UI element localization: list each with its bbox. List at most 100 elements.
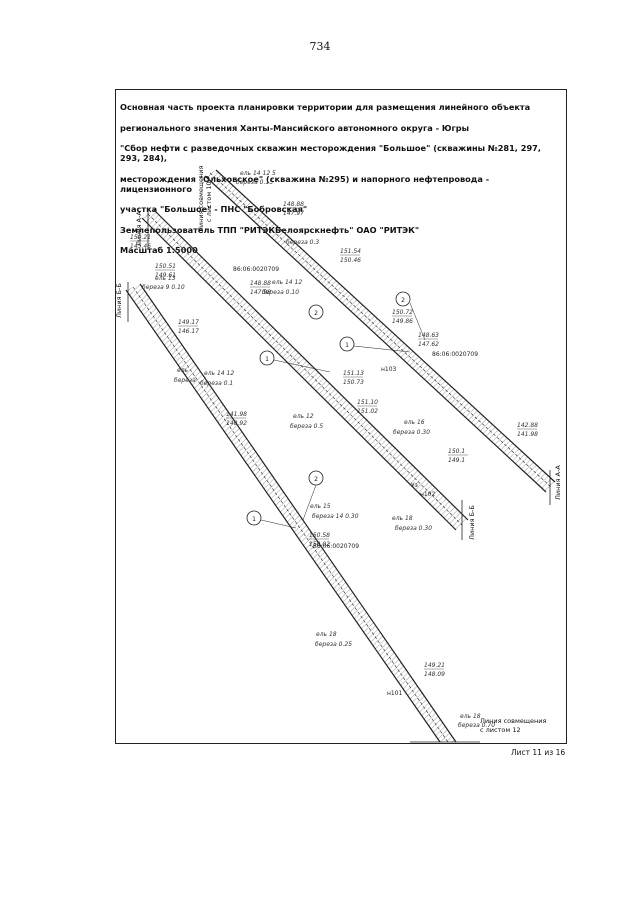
svg-text:ель 13: ель 13 [155, 275, 176, 282]
svg-text:146.17: 146.17 [178, 328, 199, 335]
svg-text:береза 0.30: береза 0.30 [395, 525, 432, 532]
circle-marker: 2 [308, 304, 324, 320]
circle-marker: 1 [246, 510, 297, 529]
match-line-top-label: Линия совмещения [197, 166, 205, 232]
elevation-mark: 151.13 150.73 [343, 370, 364, 386]
match-line-bottom-label: Линия совмещения [480, 717, 546, 725]
svg-text:ель 14 12 5: ель 14 12 5 [240, 170, 276, 177]
node-label: н101 [387, 690, 403, 697]
title-line: "Сбор нефти с разведочных скважин местор… [120, 143, 541, 164]
vegetation-note: ель 16 береза 0.30 [393, 419, 430, 436]
elevation-mark: 149.17 146.17 [178, 319, 199, 335]
svg-text:148.63: 148.63 [418, 332, 439, 339]
line-label-bb-left: Линия Б-Б [115, 283, 123, 318]
svg-text:1: 1 [345, 342, 349, 349]
line-label-aa-top: Линия А-А [135, 211, 143, 246]
circle-marker: 1 [339, 336, 411, 353]
sheet-number-label: Лист 11 из 16 [511, 748, 566, 757]
vegetation-note: ель 13 береза 9 0.10 [142, 275, 185, 291]
drawing-sheet-frame [115, 89, 567, 744]
svg-text:ель 18: ель 18 [392, 515, 413, 522]
svg-text:147.98: 147.98 [250, 289, 271, 296]
svg-text:147.62: 147.62 [418, 341, 439, 348]
svg-text:150.51: 150.51 [155, 263, 176, 270]
svg-text:150.73: 150.73 [343, 379, 364, 386]
svg-text:береза 9 0.10: береза 9 0.10 [142, 284, 185, 291]
elevation-mark: 150.1 149.1 [448, 448, 468, 464]
svg-text:151.54: 151.54 [340, 248, 361, 255]
vegetation-note: ель 18 береза 0.30 [392, 515, 432, 532]
elevation-mark: 142.88 141.98 [517, 422, 538, 438]
svg-text:2: 2 [314, 476, 318, 483]
title-line: участка "Большое" - ПНС "Бобровская" [120, 204, 308, 215]
svg-text:149.1: 149.1 [448, 457, 465, 464]
svg-text:ель 16: ель 16 [404, 419, 425, 426]
circle-marker: 2 [302, 470, 324, 521]
pipeline-corridor-upper [204, 169, 556, 493]
svg-text:ель 14 12: ель 14 12 [204, 370, 234, 377]
svg-text:береза: береза [174, 377, 196, 384]
node-label: Уз [411, 482, 418, 489]
vegetation-note: ель 14 12 береза 0.10 [262, 279, 302, 296]
match-line-bottom-label: с листом 12 [480, 726, 521, 734]
circle-marker: 1 [259, 350, 331, 373]
elevation-mark: 150.58 150.02 [309, 532, 330, 548]
svg-text:береза 0.3: береза 0.3 [286, 239, 319, 246]
svg-text:береза 14 0.30: береза 14 0.30 [312, 513, 359, 520]
svg-text:150.46: 150.46 [340, 257, 361, 264]
svg-text:141.98: 141.98 [226, 411, 247, 418]
svg-text:150.02: 150.02 [309, 541, 330, 548]
vegetation-note: ель береза [174, 367, 196, 384]
svg-text:береза 0.70: береза 0.70 [458, 722, 495, 729]
svg-text:ель 15: ель 15 [310, 503, 331, 510]
svg-text:151.13: 151.13 [343, 370, 364, 377]
svg-text:ель 14 12: ель 14 12 [272, 279, 302, 286]
svg-text:148.88: 148.88 [250, 280, 271, 287]
svg-text:151.02: 151.02 [357, 408, 378, 415]
title-line: месторождения "Ольховское" (скважина №29… [120, 173, 490, 194]
svg-text:142.88: 142.88 [517, 422, 538, 429]
pipeline-corridor-lower [125, 283, 457, 743]
svg-text:148.88: 148.88 [283, 201, 304, 208]
svg-text:ель 18: ель 18 [316, 631, 337, 638]
line-label-bb-right: Линия Б-Б [468, 505, 476, 540]
svg-text:151.10: 151.10 [357, 399, 378, 406]
svg-text:ель: ель [177, 367, 189, 374]
svg-text:береза 0.25: береза 0.25 [315, 641, 352, 648]
svg-text:141.98: 141.98 [517, 431, 538, 438]
vegetation-note: береза 0.3 [286, 239, 319, 246]
vegetation-note: ель 12 береза 0.5 [290, 413, 323, 430]
svg-text:ель 12: ель 12 [293, 413, 314, 420]
svg-text:147.97: 147.97 [283, 210, 304, 217]
title-line: регионального значения Ханты-Мансийского… [120, 122, 470, 133]
vegetation-note: ель 14 12 5 береза 0.15 [236, 170, 276, 186]
vegetation-note: ель 18 береза 0.70 [458, 713, 495, 729]
elevation-mark: 148.63 147.62 [418, 332, 439, 348]
svg-text:береза 0.10: береза 0.10 [262, 289, 299, 296]
parcel-number: 86:06:0020709 [432, 351, 478, 358]
vegetation-note: ель 15 береза 14 0.30 [310, 503, 359, 520]
svg-text:149.61: 149.61 [155, 272, 176, 279]
svg-text:145.46: 145.46 [130, 243, 151, 250]
line-label-aa-right: Линия А-А [554, 465, 562, 500]
svg-text:148.09: 148.09 [424, 671, 445, 678]
svg-text:150.58: 150.58 [309, 532, 330, 539]
elevation-mark: 148.88 147.98 [250, 280, 271, 296]
svg-text:1: 1 [252, 516, 256, 523]
svg-text:140.92: 140.92 [226, 420, 247, 427]
parcel-number: 86:06:0020709 [313, 543, 359, 550]
node-label: н102 [420, 491, 436, 498]
svg-text:149.17: 149.17 [178, 319, 199, 326]
svg-text:2: 2 [401, 297, 405, 304]
svg-text:150.72: 150.72 [392, 309, 413, 316]
page-number: 734 [309, 40, 331, 53]
svg-text:150.1: 150.1 [448, 448, 465, 455]
svg-text:149.86: 149.86 [392, 318, 413, 325]
elevation-mark: 141.98 140.92 [226, 411, 247, 427]
svg-text:ель 18: ель 18 [460, 713, 481, 720]
vegetation-note: ель 18 береза 0.25 [315, 631, 352, 648]
circle-marker: 2 [395, 291, 426, 341]
elevation-mark: 150.72 149.86 [392, 309, 413, 325]
